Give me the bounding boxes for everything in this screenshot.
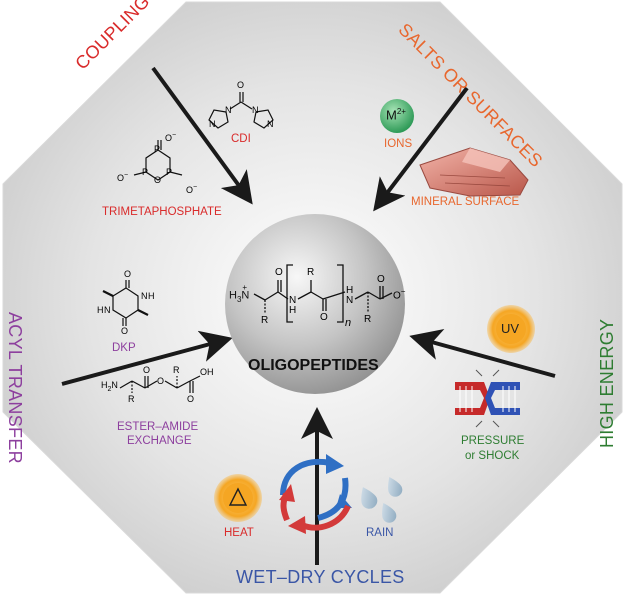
mineral-rock bbox=[419, 147, 529, 197]
delta-icon bbox=[228, 487, 248, 506]
dkp-o-top: O bbox=[124, 269, 132, 279]
cdi-n4: N bbox=[267, 119, 274, 129]
uv-badge bbox=[496, 314, 526, 344]
ester-structure bbox=[119, 375, 201, 393]
dkp-nh-right: H bbox=[148, 291, 155, 301]
arrows bbox=[61, 66, 556, 565]
label-rain: RAIN bbox=[366, 527, 394, 539]
dkp-n-left: N bbox=[104, 305, 111, 315]
peptide-structure bbox=[253, 264, 393, 323]
ee-o1: O bbox=[143, 365, 151, 375]
peptide-r-top: R bbox=[307, 267, 315, 278]
label-heat: HEAT bbox=[224, 527, 254, 539]
uv-badge-text: UV bbox=[501, 321, 520, 336]
cycle-arrows bbox=[279, 454, 352, 534]
peptide-subscript-n: n bbox=[345, 317, 352, 329]
label-dkp: DKP bbox=[112, 342, 136, 354]
dkp-structure bbox=[102, 280, 149, 326]
arrow-coupling bbox=[151, 66, 253, 205]
label-ester-amide-1: ESTER–AMIDE bbox=[117, 421, 199, 433]
label-cdi: CDI bbox=[231, 133, 251, 145]
category-high-energy: HIGH ENERGY bbox=[597, 318, 617, 448]
peptide-r-bottom-right: R bbox=[364, 314, 372, 325]
peptide-h3n: H3N+ bbox=[229, 283, 250, 304]
arrow-salts bbox=[373, 86, 469, 212]
cdi-n1: N bbox=[225, 105, 232, 115]
label-ions: IONS bbox=[384, 138, 413, 150]
ee-o2: O bbox=[157, 376, 165, 386]
peptide-n1: N bbox=[289, 295, 297, 306]
category-acyl-transfer: ACYL TRANSFER bbox=[5, 312, 25, 464]
tm-p2: P bbox=[142, 167, 149, 177]
ion-badge-text: M2+ bbox=[386, 107, 406, 123]
ee-r1: R bbox=[128, 394, 135, 404]
dkp-nh-left: H bbox=[97, 305, 104, 315]
center-sphere bbox=[225, 214, 405, 394]
ee-o3: O bbox=[187, 394, 195, 404]
peptide-o1: O bbox=[275, 267, 283, 278]
peptide-o3: O bbox=[377, 274, 385, 285]
label-shock: or SHOCK bbox=[465, 450, 520, 462]
pressure-icon bbox=[455, 369, 520, 428]
dkp-n-right: N bbox=[141, 291, 148, 301]
cdi-o: O bbox=[237, 80, 245, 90]
tm-o-ring: O bbox=[154, 175, 162, 185]
arrow-high-energy bbox=[409, 328, 556, 378]
cdi-n3: N bbox=[209, 119, 216, 129]
rain-drops bbox=[361, 477, 403, 523]
tm-p3: P bbox=[166, 167, 173, 177]
center-title: OLIGOPEPTIDES bbox=[248, 357, 379, 374]
ee-h2n: H2N bbox=[101, 380, 118, 393]
cdi-structure bbox=[208, 92, 274, 129]
dkp-o-bottom: O bbox=[121, 326, 129, 336]
peptide-o-minus: O− bbox=[393, 287, 406, 302]
arrow-acyl bbox=[61, 330, 233, 386]
peptide-h2: H bbox=[346, 285, 354, 296]
peptide-h1: H bbox=[289, 305, 297, 316]
tm-o-minus-top: O− bbox=[165, 132, 177, 143]
label-ester-amide-2: EXCHANGE bbox=[127, 435, 192, 447]
label-trimetaphosphate: TRIMETAPHOSPHATE bbox=[102, 206, 222, 218]
peptide-r-bottom-left: R bbox=[261, 315, 269, 326]
trimetaphosphate-structure bbox=[133, 140, 183, 181]
peptide-n2: N bbox=[346, 295, 354, 306]
tm-o-minus-right: O− bbox=[186, 184, 198, 195]
ee-oh: OH bbox=[200, 367, 214, 377]
ion-badge bbox=[380, 99, 414, 133]
category-wet-dry-cycles: WET–DRY CYCLES bbox=[236, 567, 405, 587]
tm-o-minus-left: O− bbox=[117, 172, 129, 183]
label-pressure: PRESSURE bbox=[461, 435, 525, 447]
tm-p1: P bbox=[154, 144, 161, 154]
cdi-n2: N bbox=[252, 105, 259, 115]
label-mineral-surface: MINERAL SURFACE bbox=[411, 196, 520, 208]
ee-r2: R bbox=[173, 365, 180, 375]
peptide-o2: O bbox=[320, 312, 328, 323]
